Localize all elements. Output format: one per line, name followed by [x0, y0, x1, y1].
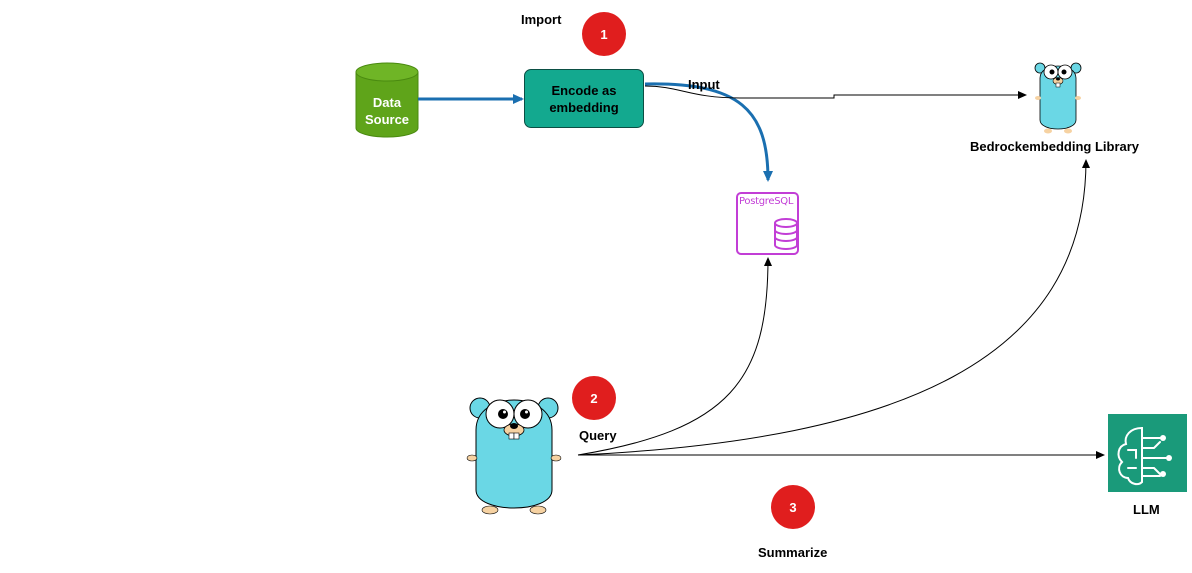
edge-query-to-postgres: [577, 257, 772, 456]
edge-query-to-bedrock: [577, 159, 1090, 456]
postgresql-label: PostgreSQL: [739, 196, 794, 207]
edge-encode-to-postgres: [644, 82, 773, 182]
step-label-query: Query: [579, 428, 617, 443]
encode-embedding-box: Encode as embedding: [524, 69, 644, 128]
data-source-cylinder: [355, 62, 419, 138]
step-badge-summarize: 3: [771, 485, 815, 529]
postgresql-icon: [736, 192, 799, 255]
go-gopher-icon: [466, 397, 562, 515]
step-badge-query: 2: [572, 376, 616, 420]
data-source-label: Data Source: [364, 95, 410, 127]
bedrock-library-label: Bedrockembedding Library: [970, 139, 1140, 154]
edge-encode-to-bedrock: [644, 85, 1027, 99]
step-badge-import: 1: [582, 12, 626, 56]
go-gopher-icon: [1034, 62, 1082, 134]
encode-embedding-label: Encode as embedding: [549, 82, 619, 115]
database-cylinder-icon: [774, 218, 798, 250]
bedrock-brain-icon: [1108, 414, 1187, 492]
edge-label-input: Input: [688, 77, 720, 92]
step-label-import: Import: [521, 12, 562, 27]
step-label-summarize: Summarize: [758, 545, 828, 560]
llm-label: LLM: [1133, 502, 1160, 517]
